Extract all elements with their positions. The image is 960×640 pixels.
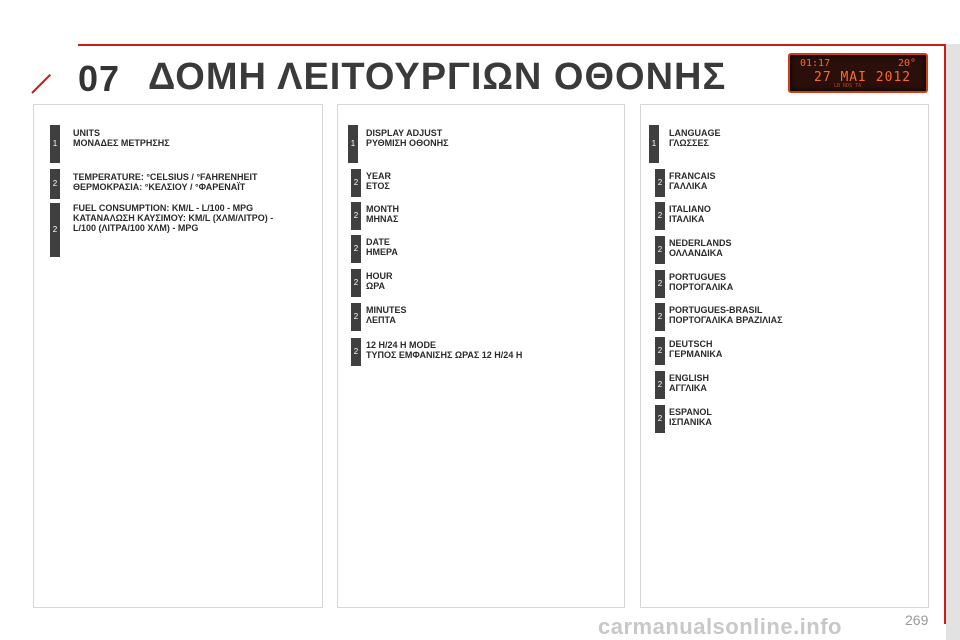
entry-line: ΛΕΠΤΑ (366, 315, 396, 325)
entry-line: ΓΛΩΣΣΕΣ (669, 138, 709, 148)
entry-line: MONTH (366, 204, 399, 214)
entry-text: DISPLAY ADJUST ΡΥΘΜΙΣΗ ΟΘΟΝΗΣ (366, 128, 448, 148)
entry-text: HOUR ΩΡΑ (366, 271, 393, 291)
entry-text: MINUTES ΛΕΠΤΑ (366, 305, 407, 325)
entry-text: NEDERLANDS ΟΛΛΑΝΔΙΚΑ (669, 238, 732, 258)
entry-line: ΙΣΠΑΝΙΚΑ (669, 417, 712, 427)
entry-line: ΡΥΘΜΙΣΗ ΟΘΟΝΗΣ (366, 138, 449, 148)
level-badge: 2 (351, 202, 361, 230)
watermark: carmanualsonline.info (598, 614, 842, 639)
entry-line: ΗΜΕΡΑ (366, 247, 398, 257)
entry-line: ΓΑΛΛΙΚΑ (669, 181, 708, 191)
entry-line: LANGUAGE (669, 128, 721, 138)
level-badge: 2 (351, 235, 361, 263)
entry-line: ESPANOL (669, 407, 712, 417)
entry-line: ΠΟΡΤΟΓΑΛΙΚΑ (669, 282, 734, 292)
level-badge: 1 (348, 125, 358, 163)
level-badge: 2 (655, 371, 665, 399)
level-badge: 2 (351, 338, 361, 366)
entry-text: TEMPERATURE: °CELSIUS / °FAHRENHEIT ΘΕΡΜ… (73, 172, 258, 192)
entry-text: PORTUGUES-BRASIL ΠΟΡΤΟΓΑΛΙΚΑ ΒΡΑΖΙΛΙΑΣ (669, 305, 783, 325)
page-title: ΔΟΜΗ ΛΕΙΤΟΥΡΓΙΩΝ ΟΘΟΝΗΣ (148, 56, 727, 98)
level-badge: 2 (50, 169, 60, 199)
right-rule (944, 44, 946, 624)
header-rule-diagonal (31, 73, 52, 94)
entry-line: ΜΟΝΑΔΕΣ ΜΕΤΡΗΣΗΣ (73, 138, 170, 148)
entry-line: DEUTSCH (669, 339, 713, 349)
entry-line: L/100 (ΛΙΤΡΑ/100 ΧΛΜ) - MPG (73, 223, 199, 233)
page-number: 269 (905, 612, 929, 628)
entry-line: ΩΡΑ (366, 281, 386, 291)
level-badge: 2 (655, 337, 665, 365)
entry-text: DATE ΗΜΕΡΑ (366, 237, 398, 257)
entry-text: MONTH ΜΗΝΑΣ (366, 204, 399, 224)
entry-line: ΤΥΠΟΣ ΕΜΦΑΝΙΣΗΣ ΩΡΑΣ 12 Η/24 Η (366, 350, 523, 360)
header-rule (78, 44, 946, 46)
entry-line: ΓΕΡΜΑΝΙΚΑ (669, 349, 723, 359)
entry-line: ΚΑΤΑΝΑΛΩΣΗ ΚΑΥΣΙΜΟΥ: ΚΜ/L (ΧΛΜ/ΛΙΤΡΟ) - (73, 213, 274, 223)
entry-text: FRANCAIS ΓΑΛΛΙΚΑ (669, 171, 716, 191)
entry-line: ENGLISH (669, 373, 710, 383)
entry-line: TEMPERATURE: °CELSIUS / °FAHRENHEIT (73, 172, 258, 182)
display-status: LB RDS TA (834, 83, 862, 89)
level-badge: 2 (655, 202, 665, 230)
level-badge: 2 (655, 169, 665, 197)
entry-line: ΑΓΓΛΙΚΑ (669, 383, 707, 393)
entry-text: ESPANOL ΙΣΠΑΝΙΚΑ (669, 407, 712, 427)
entry-line: ITALIANO (669, 204, 711, 214)
entry-line: DISPLAY ADJUST (366, 128, 443, 138)
entry-line: HOUR (366, 271, 393, 281)
level-badge: 1 (50, 125, 60, 163)
level-badge: 2 (50, 203, 60, 257)
level-badge: 2 (655, 303, 665, 331)
entry-line: ΘΕΡΜΟΚΡΑΣΙΑ: °ΚΕΛΣΙΟΥ / °ΦΑΡΕΝΑΪΤ (73, 182, 246, 192)
entry-line: YEAR (366, 171, 392, 181)
entry-text: UNITS ΜΟΝΑΔΕΣ ΜΕΤΡΗΣΗΣ (73, 128, 170, 148)
entry-line: UNITS (73, 128, 100, 138)
level-badge: 2 (351, 269, 361, 297)
entry-text: 12 H/24 H MODE ΤΥΠΟΣ ΕΜΦΑΝΙΣΗΣ ΩΡΑΣ 12 Η… (366, 340, 522, 360)
entry-text: ENGLISH ΑΓΓΛΙΚΑ (669, 373, 709, 393)
panel-units: 1 UNITS ΜΟΝΑΔΕΣ ΜΕΤΡΗΣΗΣ 2 TEMPERATURE: … (33, 104, 323, 608)
entry-text: DEUTSCH ΓΕΡΜΑΝΙΚΑ (669, 339, 722, 359)
entry-line: 12 H/24 H MODE (366, 340, 437, 350)
panel-language: 1 LANGUAGE ΓΛΩΣΣΕΣ 2 FRANCAIS ΓΑΛΛΙΚΑ 2 … (640, 104, 929, 608)
entry-line: MINUTES (366, 305, 407, 315)
entry-line: ΕΤΟΣ (366, 181, 390, 191)
level-badge: 2 (351, 169, 361, 197)
entry-text: YEAR ΕΤΟΣ (366, 171, 391, 191)
sidebar-strip (946, 44, 960, 640)
level-badge: 2 (655, 236, 665, 264)
entry-line: ΙΤΑΛΙΚΑ (669, 214, 705, 224)
entry-text: ITALIANO ΙΤΑΛΙΚΑ (669, 204, 711, 224)
panel-display-adjust: 1 DISPLAY ADJUST ΡΥΘΜΙΣΗ ΟΘΟΝΗΣ 2 YEAR Ε… (337, 104, 625, 608)
display-screen-image: 01:17 20° 27 MAI 2012 LB RDS TA (788, 53, 928, 93)
entry-line: ΟΛΛΑΝΔΙΚΑ (669, 248, 723, 258)
display-date: 27 MAI 2012 (814, 70, 912, 85)
level-badge: 2 (351, 303, 361, 331)
entry-text: PORTUGUES ΠΟΡΤΟΓΑΛΙΚΑ (669, 272, 733, 292)
entry-line: NEDERLANDS (669, 238, 732, 248)
level-badge: 2 (655, 405, 665, 433)
entry-text: FUEL CONSUMPTION: KM/L - L/100 - MPG ΚΑΤ… (73, 203, 273, 233)
display-temperature: 20° (897, 58, 916, 69)
entry-line: ΠΟΡΤΟΓΑΛΙΚΑ ΒΡΑΖΙΛΙΑΣ (669, 315, 783, 325)
entry-line: FUEL CONSUMPTION: KM/L - L/100 - MPG (73, 203, 254, 213)
entry-text: LANGUAGE ΓΛΩΣΣΕΣ (669, 128, 721, 148)
chapter-number: 07 (78, 58, 121, 99)
display-time: 01:17 (800, 58, 831, 69)
entry-line: DATE (366, 237, 390, 247)
entry-line: FRANCAIS (669, 171, 716, 181)
entry-line: PORTUGUES (669, 272, 727, 282)
entry-line: ΜΗΝΑΣ (366, 214, 399, 224)
entry-line: PORTUGUES-BRASIL (669, 305, 763, 315)
level-badge: 1 (649, 125, 659, 163)
level-badge: 2 (655, 270, 665, 298)
